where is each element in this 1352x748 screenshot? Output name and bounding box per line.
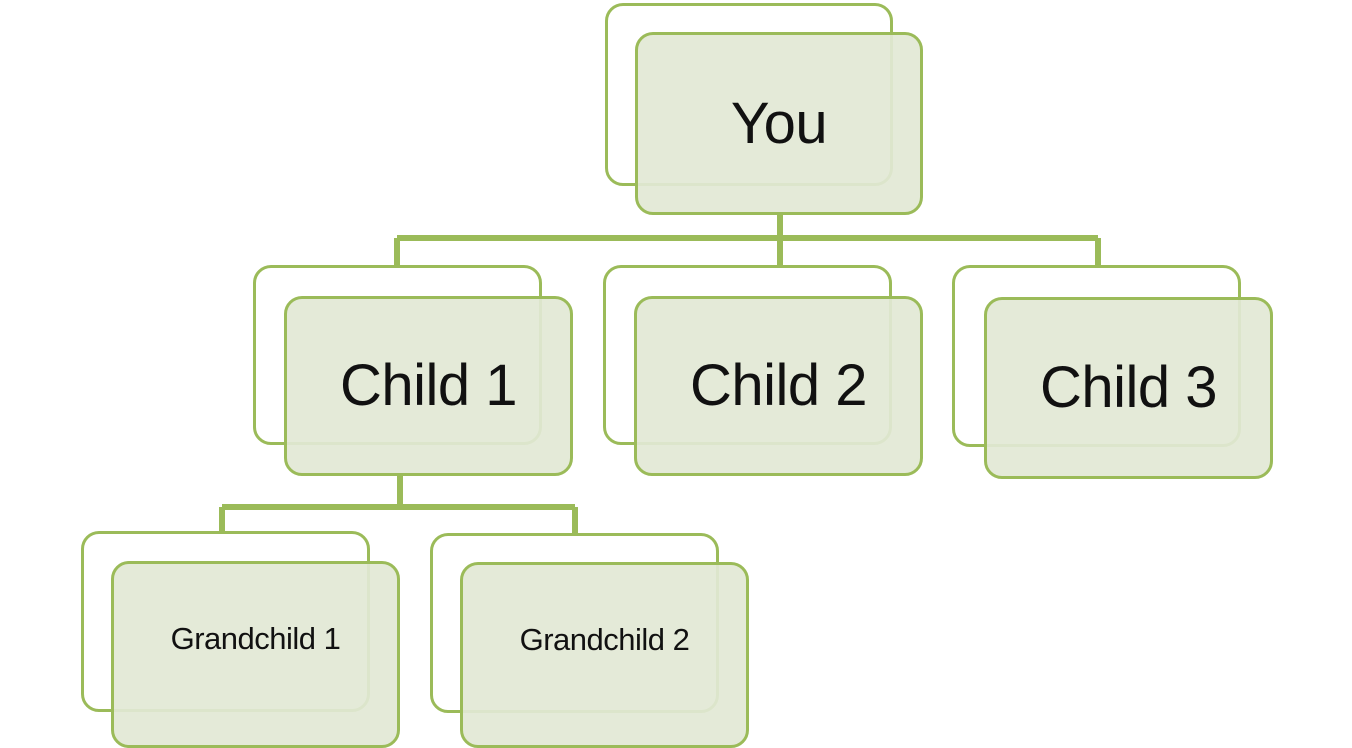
node-child1[interactable]: Child 1 [253, 265, 575, 478]
node-grandchild1[interactable]: Grandchild 1 [81, 531, 401, 748]
node-child2-front-card[interactable]: Child 2 [634, 296, 923, 476]
node-grandchild2-label: Grandchild 2 [519, 621, 690, 657]
node-child2[interactable]: Child 2 [603, 265, 925, 478]
node-child1-front-card[interactable]: Child 1 [284, 296, 573, 476]
node-root-front-card[interactable]: You [635, 32, 923, 215]
node-root-label: You [730, 90, 828, 156]
node-grandchild2[interactable]: Grandchild 2 [430, 533, 750, 748]
node-grandchild1-label: Grandchild 1 [170, 621, 341, 656]
node-child3-label: Child 3 [1039, 355, 1218, 420]
node-child3-front-card[interactable]: Child 3 [984, 297, 1273, 479]
node-grandchild2-front-card[interactable]: Grandchild 2 [460, 562, 749, 748]
node-root[interactable]: You [605, 3, 925, 218]
node-grandchild1-front-card[interactable]: Grandchild 1 [111, 561, 400, 748]
node-child1-label: Child 1 [339, 353, 518, 418]
node-child2-label: Child 2 [689, 353, 868, 418]
node-child3[interactable]: Child 3 [952, 265, 1274, 480]
